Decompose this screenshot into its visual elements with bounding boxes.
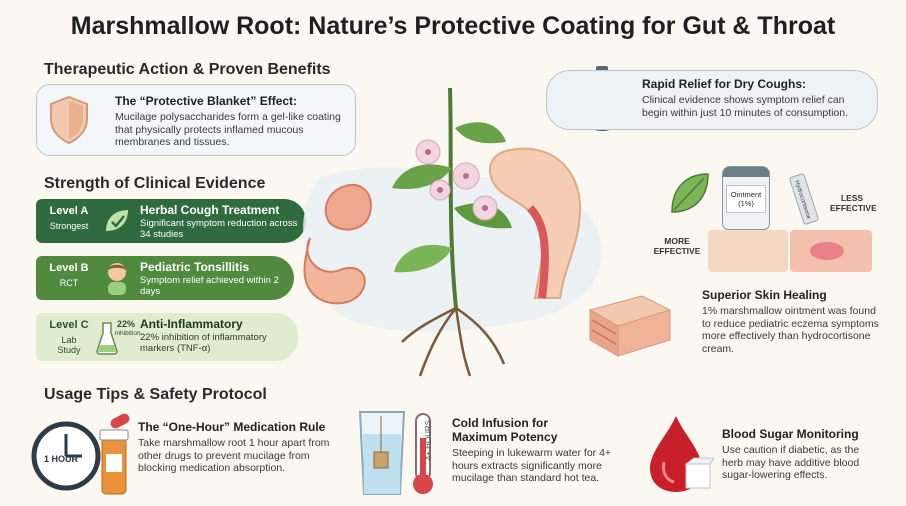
level-a-sub: Strongest <box>49 221 89 231</box>
medication-rule-desc: Take marshmallow root 1 hour apart from … <box>138 437 330 474</box>
clock-label: 1 HOUR <box>44 454 79 464</box>
root-system <box>401 306 506 377</box>
irritated-skin-patch <box>790 230 872 272</box>
skin-layer-icon <box>588 295 672 357</box>
plant-stem <box>448 87 458 309</box>
flower-icons <box>415 139 498 221</box>
section-heading-evidence: Strength of Clinical Evidence <box>44 175 266 192</box>
level-c-sub: Lab Study <box>57 335 81 355</box>
evidence-level-b: Level B RCT Pediatric Tonsillitis Sympto… <box>36 256 294 300</box>
level-c-badge-pct: 22% <box>117 319 136 329</box>
shield-icon <box>50 95 88 145</box>
level-b-sub: RCT <box>59 278 79 288</box>
protective-blanket-card: The “Protective Blanket” Effect: Mucilag… <box>36 84 356 156</box>
evidence-level-a: Level A Strongest Herbal Cough Treatment… <box>36 199 306 243</box>
plant-gut-throat-illustration <box>303 87 602 377</box>
section-heading-therapeutic: Therapeutic Action & Proven Benefits <box>44 61 331 78</box>
page-title: Marshmallow Root: Nature’s Protective Co… <box>70 12 836 40</box>
level-c-title: Anti-Inflammatory <box>140 317 243 331</box>
cough-relief-bubble <box>546 70 878 130</box>
ointment-label: Ointment (1%) <box>726 185 766 213</box>
blood-sugar-desc: Use caution if diabetic, as the herb may… <box>722 444 860 481</box>
hydrocortisone-tube-icon: Hydrocortisone <box>788 172 820 226</box>
medication-rule-title: The “One-Hour” Medication Rule <box>138 420 326 434</box>
less-effective-label: LESS EFFECTIVE <box>830 193 877 213</box>
intestine-icon <box>303 237 366 305</box>
tube-label: Hydrocortisone <box>793 179 812 220</box>
level-c-desc: 22% inhibition of inflammatory markers (… <box>140 332 267 354</box>
leaf-check-icon <box>106 210 128 231</box>
cough-relief-title: Rapid Relief for Dry Coughs: <box>642 77 807 91</box>
glass-thermometer-icon <box>358 411 433 495</box>
leaf-icon <box>671 173 709 213</box>
level-a-title: Herbal Cough Treatment <box>140 203 280 217</box>
skin-healing-desc: 1% marshmallow ointment was found to red… <box>702 305 879 355</box>
section-heading-usage: Usage Tips & Safety Protocol <box>44 386 267 403</box>
evidence-level-c: Level C Lab Study 22% inhibition Anti-In… <box>36 313 298 361</box>
cold-infusion-title: Cold Infusion for Maximum Potency <box>452 416 558 444</box>
level-b-name: Level B <box>49 262 89 274</box>
more-effective-label: MORE EFFECTIVE <box>653 236 701 256</box>
child-icon <box>108 263 126 295</box>
flask-icon <box>96 322 118 355</box>
level-b-title: Pediatric Tonsillitis <box>140 260 250 274</box>
level-c-name: Level C <box>49 319 89 331</box>
level-c-badge-text: inhibition <box>115 330 141 337</box>
ointment-jar-icon: Ointment (1%) <box>722 166 770 230</box>
protective-blanket-title: The “Protective Blanket” Effect: <box>115 94 298 108</box>
throat-head-icon <box>489 147 582 299</box>
thermometer-label: 4+ HOURS <box>424 420 433 461</box>
stomach-icon <box>324 183 372 231</box>
healed-skin-patch <box>708 230 788 272</box>
blood-sugar-title: Blood Sugar Monitoring <box>722 427 859 441</box>
cold-infusion-desc: Steeping in lukewarm water for 4+ hours … <box>452 447 612 484</box>
level-a-desc: Significant symptom reduction across 34 … <box>140 218 298 240</box>
level-b-desc: Symptom relief achieved within 2 days <box>140 275 279 297</box>
skin-healing-title: Superior Skin Healing <box>702 288 827 302</box>
blood-drop-sugar-icon <box>650 416 714 492</box>
protective-blanket-desc: Mucilage polysaccharides form a gel-like… <box>115 111 341 148</box>
level-a-name: Level A <box>49 205 89 217</box>
cough-relief-desc: Clinical evidence shows symptom relief c… <box>642 94 849 119</box>
clock-pill-icon <box>31 413 130 495</box>
